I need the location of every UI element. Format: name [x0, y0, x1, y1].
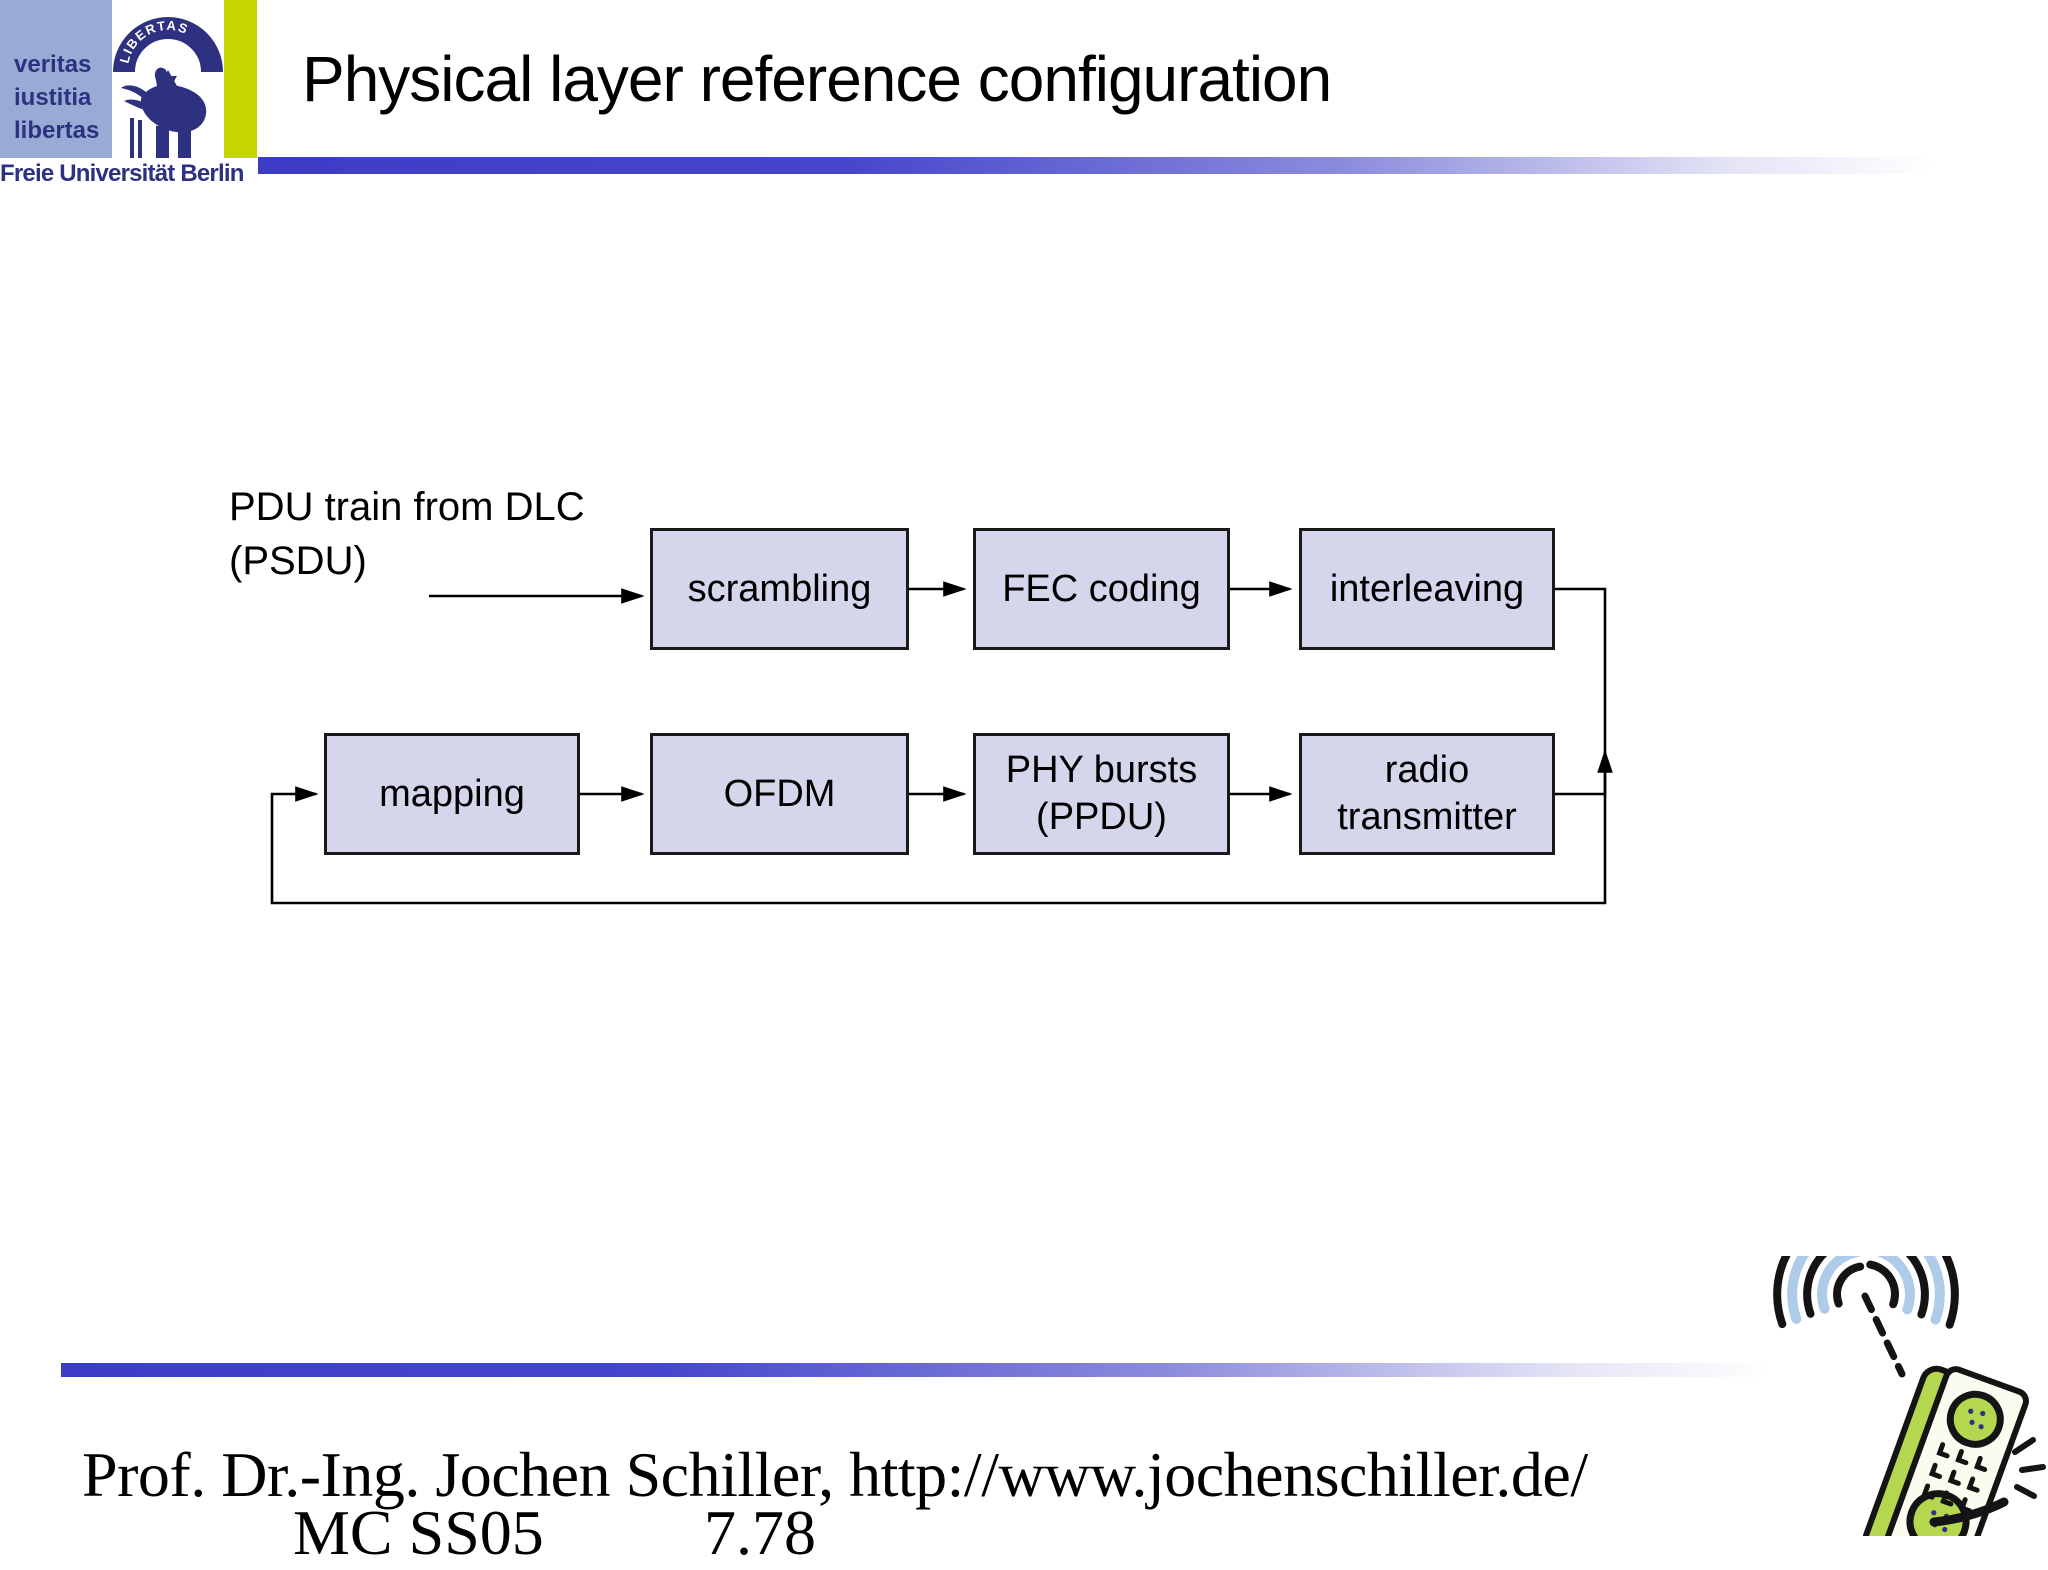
- logo-lime-stripe: [224, 0, 257, 158]
- diagram-source-label: PDU train from DLC (PSDU): [229, 480, 585, 588]
- block-radio-label2: transmitter: [1337, 796, 1517, 838]
- block-radio-label1: radio: [1384, 749, 1470, 791]
- footer-page-number: 7.78: [704, 1497, 816, 1568]
- block-ofdm: OFDM: [650, 733, 909, 855]
- page-title: Physical layer reference configuration: [302, 43, 1332, 115]
- university-seal-icon: LIBERTAS: [112, 0, 224, 158]
- block-fec-coding: FEC coding: [973, 528, 1230, 650]
- block-phy-bursts: PHY bursts (PPDU): [973, 733, 1230, 855]
- block-radio-transmitter: radio transmitter: [1299, 733, 1555, 855]
- logo-motto: veritas iustitia libertas: [0, 0, 112, 158]
- title-underline-bar: [258, 157, 1933, 174]
- block-ofdm-label: OFDM: [723, 772, 836, 815]
- block-scrambling-label: scrambling: [687, 567, 872, 610]
- footer-credit: Prof. Dr.-Ing. Jochen Schiller, http://w…: [82, 1439, 1588, 1510]
- motto-line: veritas: [14, 51, 92, 78]
- footer-course: MC SS05: [293, 1497, 544, 1568]
- block-interleaving: interleaving: [1299, 528, 1555, 650]
- footer-divider-bar: [61, 1363, 1771, 1377]
- block-interleaving-label: interleaving: [1329, 567, 1525, 610]
- block-scrambling: scrambling: [650, 528, 909, 650]
- block-fec-coding-label: FEC coding: [1002, 567, 1201, 610]
- block-mapping: mapping: [324, 733, 580, 855]
- radio-phone-icon: [1752, 1201, 2048, 1570]
- logo-institution-name: Freie Universität Berlin: [0, 160, 244, 187]
- motto-line: libertas: [14, 117, 100, 144]
- source-label-line1: PDU train from DLC: [229, 485, 585, 529]
- fu-berlin-logo: veritas iustitia libertas LIBERTAS: [0, 0, 258, 192]
- block-phy-bursts-label2: (PPDU): [1036, 796, 1167, 838]
- source-label-line2: (PSDU): [229, 539, 367, 583]
- block-phy-bursts-label1: PHY bursts: [1005, 749, 1198, 791]
- motto-line: iustitia: [14, 84, 92, 111]
- block-mapping-label: mapping: [379, 772, 525, 815]
